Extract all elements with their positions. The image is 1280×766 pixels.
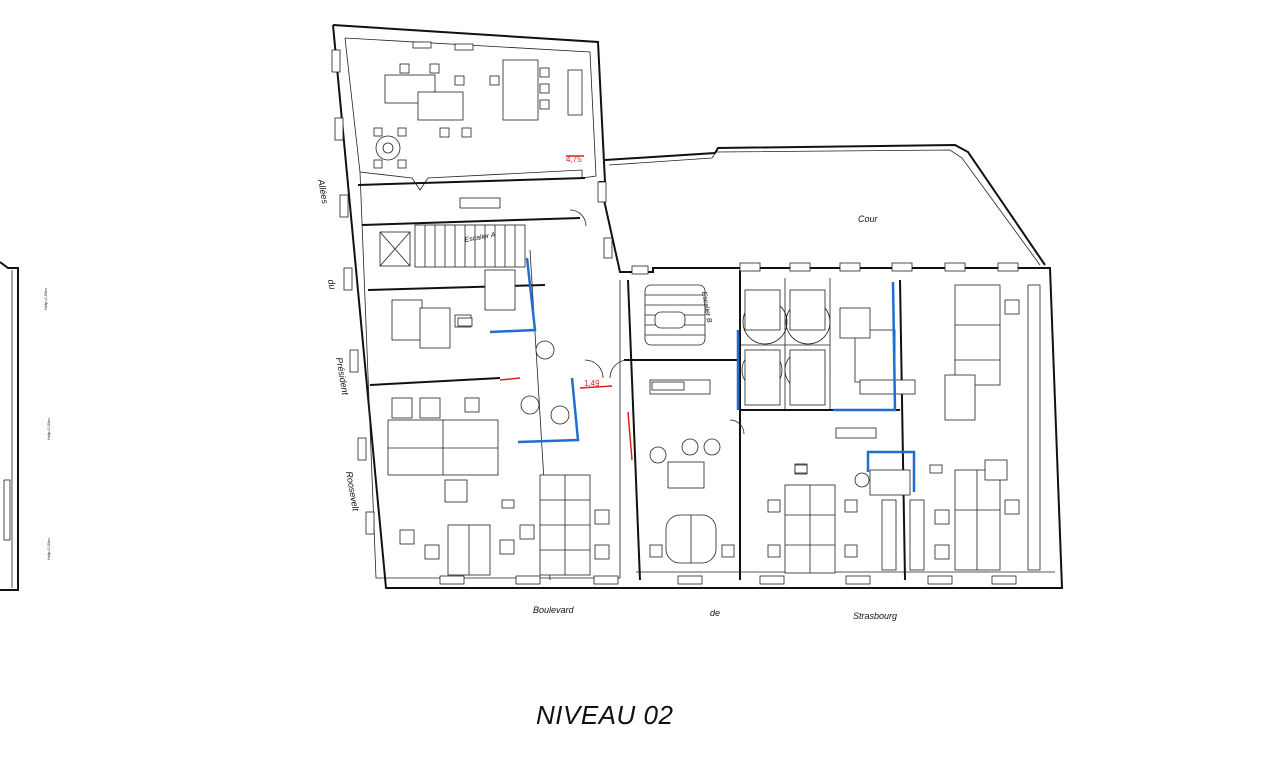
label-strasbourg: Strasbourg — [853, 611, 897, 621]
blue-highlight-lines — [489, 257, 916, 492]
dimension-1-49: 1,49 — [584, 379, 600, 388]
furniture-right-rooms — [741, 284, 1041, 571]
dimension-4-75: 4,75 — [566, 155, 582, 164]
furniture-center-rooms — [649, 379, 858, 574]
label-president: Président — [334, 357, 351, 397]
svg-text:Hsfp=2,50m: Hsfp=2,50m — [46, 538, 51, 560]
label-allees: Allées — [316, 178, 330, 205]
building-outline — [332, 24, 1064, 589]
label-boulevard: Boulevard — [533, 605, 575, 615]
label-de: de — [710, 608, 720, 618]
page-title: NIVEAU 02 — [536, 700, 674, 730]
door-swings — [569, 209, 745, 435]
facade-windows — [331, 49, 1019, 585]
label-du: du — [326, 279, 338, 291]
svg-text:Hsfp=2,50m: Hsfp=2,50m — [46, 418, 51, 440]
label-roosevelt: Roosevelt — [344, 471, 361, 513]
staircase-a — [379, 224, 526, 268]
staircase-b — [644, 284, 706, 346]
furniture-top-room — [373, 41, 583, 169]
red-dimension-lines — [499, 155, 633, 461]
room-tags — [457, 197, 943, 509]
partial-building-left: Hsfp=2,50m Hsfp=2,50m Hsfp=2,50m — [0, 261, 51, 591]
svg-text:Hsfp=2,50m: Hsfp=2,50m — [43, 288, 48, 310]
label-cour: Cour — [858, 214, 879, 224]
